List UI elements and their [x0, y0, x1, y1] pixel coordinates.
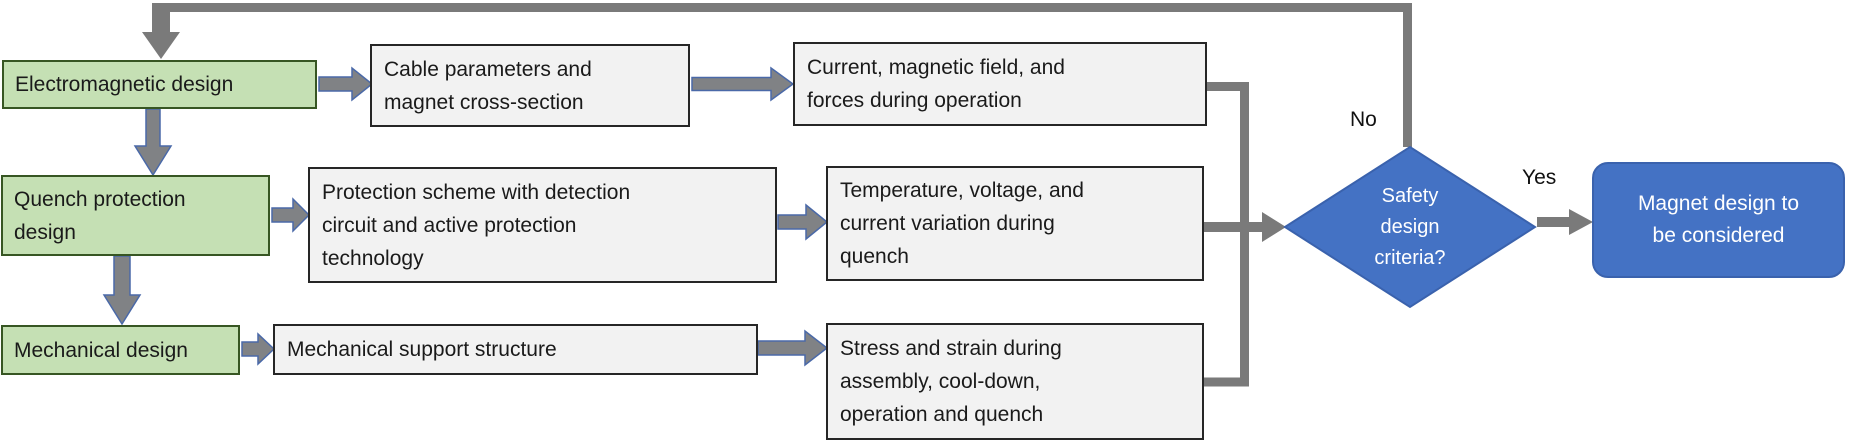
result-box-magnet-design-label: Magnet design to be considered — [1637, 192, 1800, 247]
arrow-stage1-to-stage2-icon — [133, 108, 173, 177]
stage-box-quench-protection-design: Quench protection design — [1, 175, 270, 256]
method-box-mechanical-support-label: Mechanical support structure — [287, 338, 557, 361]
arrow-method2-to-output2-icon — [777, 203, 829, 241]
output-box-operation-loads: Current, magnetic field, and forces duri… — [793, 42, 1207, 126]
stage-box-electromagnetic-design-label: Electromagnetic design — [15, 73, 234, 96]
result-box-magnet-design: Magnet design to be considered — [1592, 162, 1845, 278]
arrow-stage1-to-method1-icon — [318, 66, 374, 102]
method-box-protection-scheme: Protection scheme with detection circuit… — [308, 167, 777, 283]
decision-label: Safety design criteria? — [1374, 184, 1446, 269]
method-box-protection-scheme-label: Protection scheme with detection circuit… — [322, 180, 631, 270]
yes-label: Yes — [1522, 166, 1557, 189]
method-box-cable-parameters-label: Cable parameters and magnet cross-sectio… — [384, 57, 592, 114]
stage-box-electromagnetic-design: Electromagnetic design — [2, 60, 317, 109]
method-box-mechanical-support: Mechanical support structure — [273, 324, 758, 375]
collector-path — [1204, 82, 1249, 387]
arrow-method3-to-output3-icon — [757, 329, 829, 367]
feedback-no-path — [156, 3, 1412, 147]
arrow-stage2-to-method2-icon — [271, 197, 311, 233]
output-box-stress-strain: Stress and strain during assembly, cool-… — [826, 323, 1204, 440]
output-box-quench-behavior: Temperature, voltage, and current variat… — [826, 166, 1204, 281]
decision-input-shaft — [1204, 222, 1264, 232]
output-box-stress-strain-label: Stress and strain during assembly, cool-… — [840, 337, 1062, 426]
no-label: No — [1350, 108, 1377, 131]
arrow-stage3-to-method3-icon — [241, 332, 276, 366]
decision-input-arrowhead-icon — [1262, 212, 1286, 242]
output-box-operation-loads-label: Current, magnetic field, and forces duri… — [807, 56, 1065, 112]
feedback-down-arrowhead-icon — [142, 32, 180, 59]
arrow-method1-to-output1-icon — [691, 66, 795, 102]
method-box-cable-parameters: Cable parameters and magnet cross-sectio… — [370, 44, 690, 127]
decision-diamond-safety-criteria — [1283, 145, 1537, 309]
yes-arrow-shaft — [1537, 217, 1571, 227]
arrow-stage2-to-stage3-icon — [102, 255, 142, 326]
stage-box-quench-protection-design-label: Quench protection design — [14, 187, 186, 244]
stage-box-mechanical-design-label: Mechanical design — [14, 338, 188, 362]
stage-box-mechanical-design: Mechanical design — [1, 325, 240, 375]
feedback-down-shaft — [152, 3, 170, 34]
output-box-quench-behavior-label: Temperature, voltage, and current variat… — [840, 179, 1084, 268]
yes-arrowhead-icon — [1569, 209, 1593, 235]
